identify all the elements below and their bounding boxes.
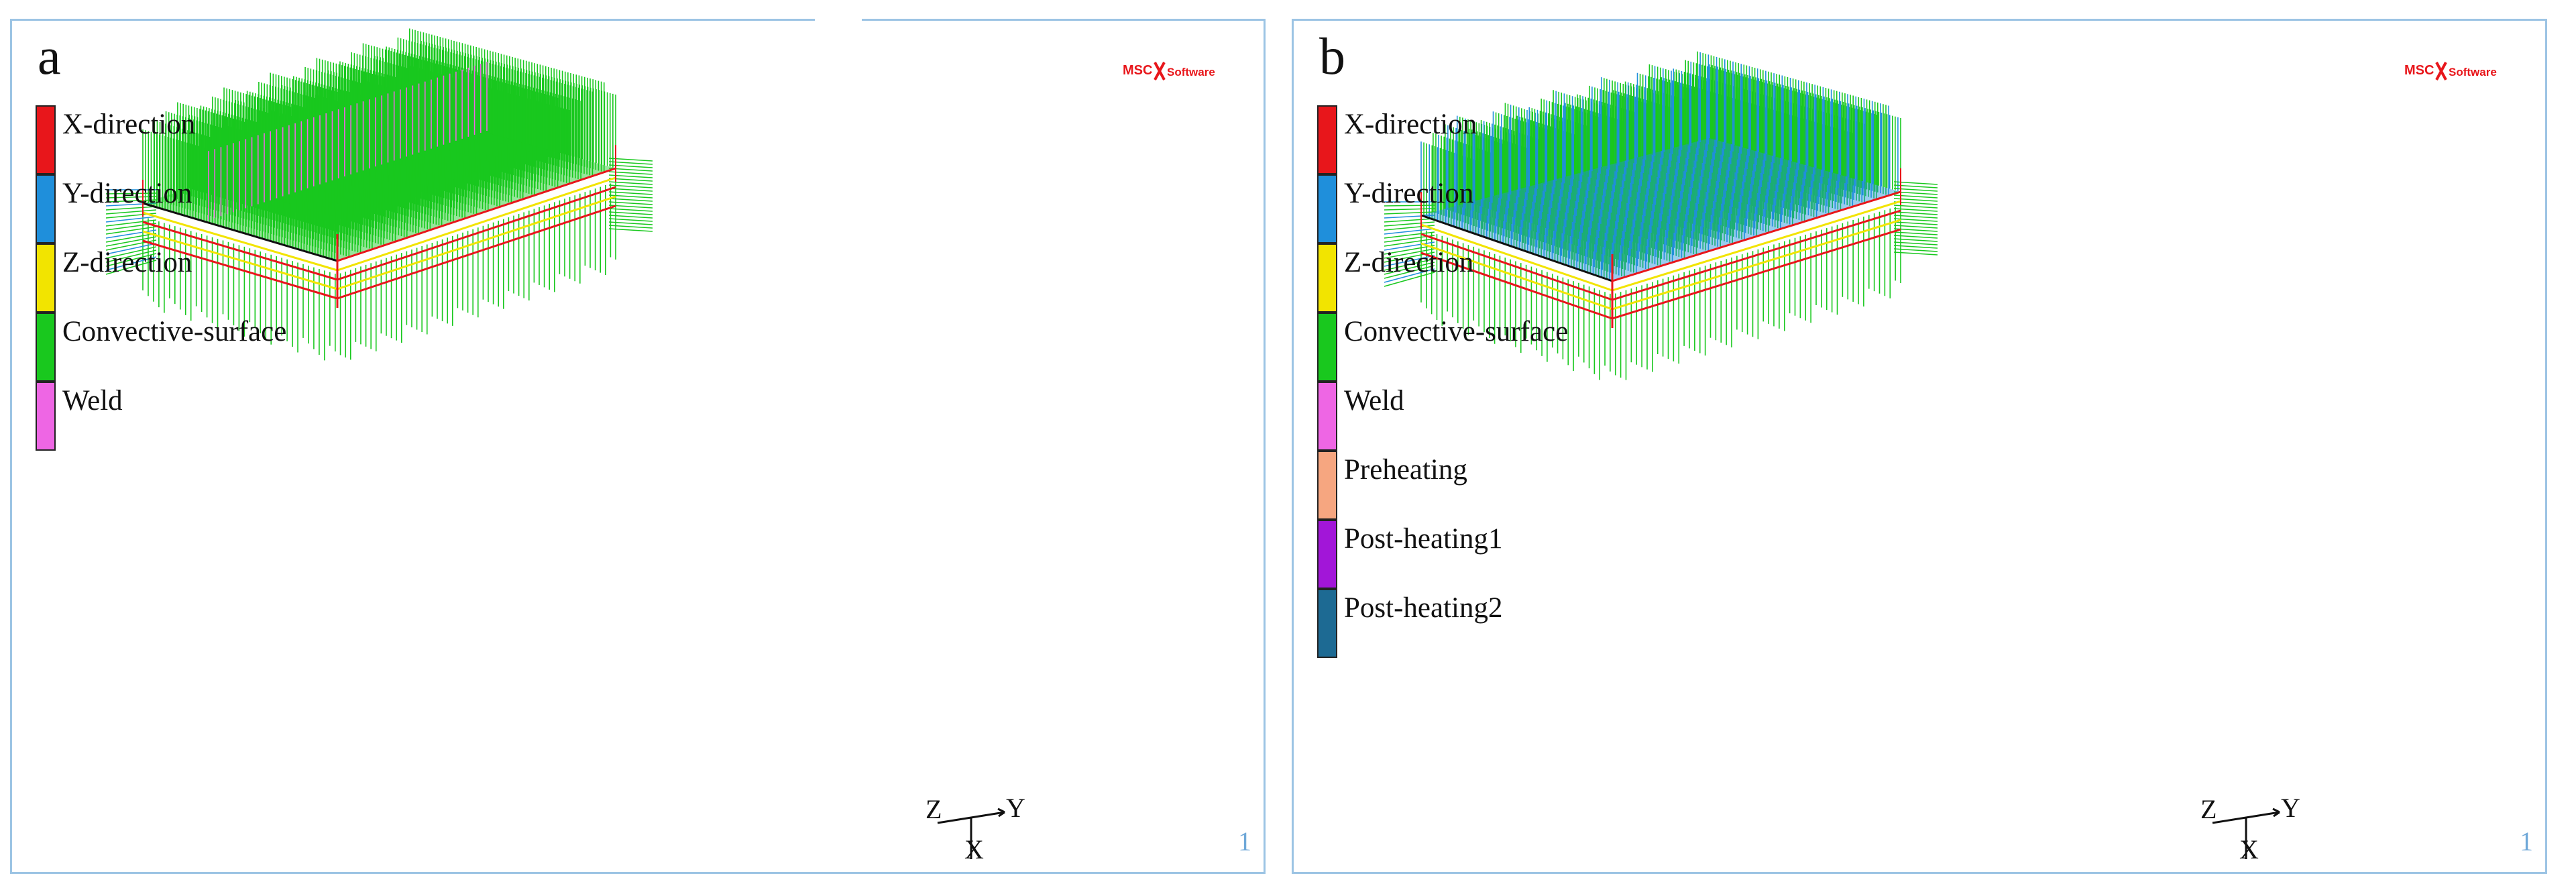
legend-label: Post-heating2 [1344, 592, 1503, 624]
legend-swatch [36, 382, 56, 451]
viewport-panel-a: a MSC Software X-direction Y-direction Z… [10, 19, 1266, 874]
legend-swatch [1317, 589, 1337, 658]
legend-swatch [1317, 520, 1337, 589]
legend-label: Weld [1344, 385, 1404, 416]
axis-label-z: Z [926, 794, 942, 824]
top-gap [815, 0, 862, 24]
svg-text:Software: Software [2449, 66, 2497, 78]
legend-swatch [1317, 243, 1337, 313]
legend-label: Convective-surface [62, 316, 287, 347]
legend-swatch [1317, 105, 1337, 174]
axis-label-y: Y [1006, 793, 1025, 823]
axis-triad-arrows-icon [937, 807, 1005, 859]
legend-swatch [36, 313, 56, 382]
legend-label: Preheating [1344, 454, 1467, 486]
legend-label: Convective-surface [1344, 316, 1569, 347]
panel-label: a [38, 27, 61, 85]
legend-swatch [36, 174, 56, 243]
axis-label-y: Y [2281, 793, 2300, 823]
legend-swatch [1317, 174, 1337, 243]
panel-label: b [1319, 27, 1345, 85]
legend-label: Z-direction [1344, 247, 1474, 278]
axis-triad: Z Y X [2200, 779, 2313, 866]
axis-label-z: Z [2200, 794, 2217, 824]
legend-label: X-direction [62, 109, 196, 140]
legend-swatch [36, 105, 56, 174]
mesh-boundary-conditions-b [1384, 51, 1938, 380]
mesh-boundary-conditions-a [105, 28, 653, 361]
axis-label-x: X [964, 834, 984, 865]
axis-triad: Z Y X [926, 779, 1038, 866]
legend-label: Post-heating1 [1344, 523, 1503, 555]
axis-triad-arrows-icon [2212, 807, 2280, 859]
legend-label: Z-direction [62, 247, 192, 278]
msc-software-logo: MSC Software [2404, 62, 2497, 80]
svg-text:MSC: MSC [1123, 63, 1152, 78]
legend-label: X-direction [1344, 109, 1477, 140]
legend-swatch [1317, 451, 1337, 520]
legend-swatch [1317, 313, 1337, 382]
page-number: 1 [1238, 826, 1251, 856]
viewport-panel-b: b MSC Software X-direction Y-direction Z… [1292, 19, 2547, 874]
legend-label: Y-direction [62, 178, 192, 209]
legend-label: Weld [62, 385, 123, 416]
svg-text:Software: Software [1167, 66, 1215, 78]
legend-swatch [36, 243, 56, 313]
msc-software-logo: MSC Software [1123, 62, 1215, 80]
svg-text:MSC: MSC [2404, 63, 2434, 78]
page-number: 1 [2520, 826, 2533, 856]
legend-label: Y-direction [1344, 178, 1474, 209]
legend-swatch [1317, 382, 1337, 451]
axis-label-x: X [2239, 834, 2259, 865]
